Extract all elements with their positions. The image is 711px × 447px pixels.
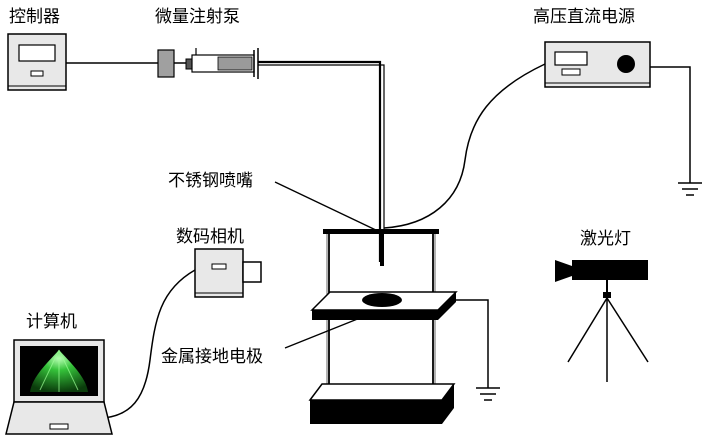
nozzle-leader: [274, 181, 381, 233]
feed-tube: [258, 60, 382, 262]
digital-camera: [194, 248, 262, 298]
feed-tube-inner: [258, 64, 385, 232]
laser-lamp: [555, 260, 649, 382]
stand-base: [308, 383, 456, 424]
camera-cable: [103, 269, 196, 419]
electrode-ground-symbol: [476, 387, 500, 401]
nozzle-label: 不锈钢喷嘴: [168, 171, 253, 191]
laser-label: 激光灯: [580, 229, 631, 249]
electrode-leader: [284, 317, 361, 349]
hv-ground-wire: [650, 66, 691, 183]
electrode-ground-wire: [456, 299, 489, 388]
hv-dc-supply: [544, 41, 651, 88]
nozzle-tip: [380, 232, 384, 266]
camera-label: 数码相机: [176, 227, 244, 247]
hv-ground-symbol: [678, 182, 702, 196]
electrode-label: 金属接地电极: [161, 347, 263, 367]
computer: [5, 339, 113, 435]
computer-label: 计算机: [26, 312, 77, 332]
hv-lead: [383, 63, 546, 229]
syringe-pump-label: 微量注射泵: [155, 7, 240, 27]
hv-supply-label: 高压直流电源: [533, 7, 635, 27]
controller-label: 控制器: [9, 7, 60, 27]
syringe-pump: [157, 48, 259, 79]
ground-electrode-plate: [310, 291, 458, 320]
controller: [7, 33, 67, 91]
